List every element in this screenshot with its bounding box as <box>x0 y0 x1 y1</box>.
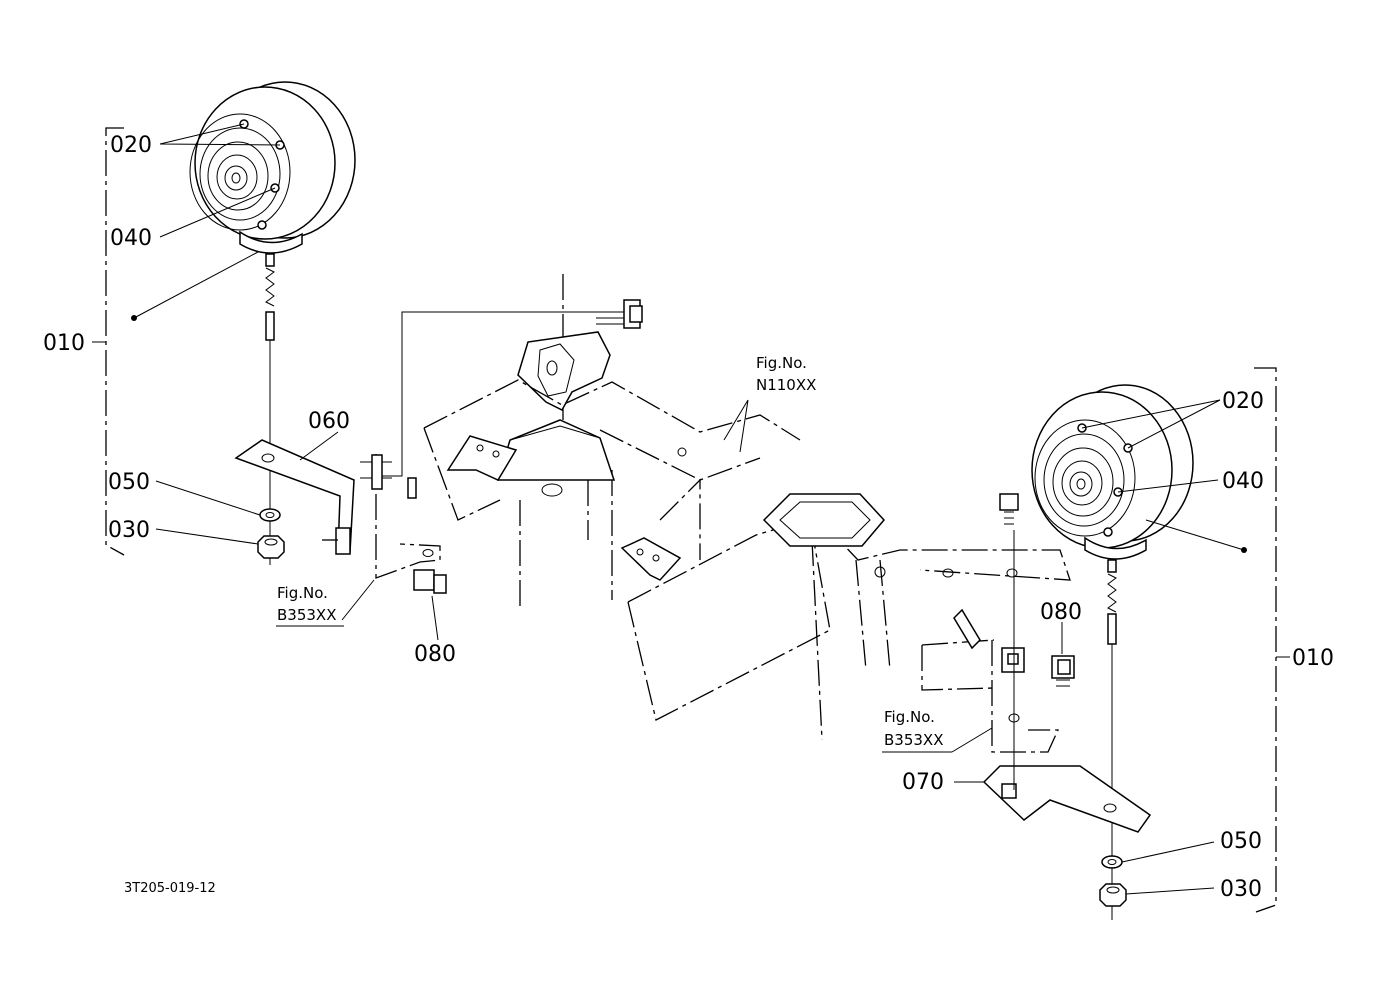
label-left-040: 040 <box>110 226 152 251</box>
center-frame <box>382 274 1071 741</box>
fig-number-right: B353XX <box>884 731 943 749</box>
fig-prefix-left: Fig.No. <box>277 584 328 602</box>
right-top-bolt <box>999 493 1019 525</box>
part-labels: 020 040 010 060 050 030 080 020 040 010 … <box>43 133 1334 902</box>
label-right-040: 040 <box>1222 469 1264 494</box>
right-lamp-stud <box>1107 559 1117 920</box>
right-bracket-070 <box>982 765 1152 833</box>
upper-clevis <box>517 331 611 411</box>
label-right-050: 050 <box>1220 829 1262 854</box>
drawing-code: 3T205-019-12 <box>124 881 216 896</box>
top-bolt <box>596 299 643 329</box>
left-bracket-060 <box>234 439 355 555</box>
label-right-020: 020 <box>1222 389 1264 414</box>
label-left-060: 060 <box>308 409 350 434</box>
fig-number-left: B353XX <box>277 606 336 624</box>
left-washer-050 <box>259 508 281 522</box>
leader-lines <box>131 123 1247 895</box>
left-nut-030 <box>257 535 285 559</box>
left-lamp-body <box>189 81 356 254</box>
right-bolt-080 <box>1051 655 1075 687</box>
right-group-bracket <box>1254 367 1290 913</box>
right-washer-050 <box>1101 855 1123 869</box>
left-mount-bracket <box>360 454 447 594</box>
label-left-030: 030 <box>108 518 150 543</box>
left-group-bracket <box>92 127 125 556</box>
fig-reference-left: Fig.No. B353XX <box>276 584 344 627</box>
fig-reference-center: Fig.No. N110XX <box>756 354 816 394</box>
right-lamp-body <box>1031 384 1194 560</box>
fig-reference-right: Fig.No. B353XX <box>882 708 952 753</box>
label-right-030: 030 <box>1220 877 1262 902</box>
label-left-080: 080 <box>414 642 456 667</box>
label-right-080: 080 <box>1040 600 1082 625</box>
right-nut-030 <box>1099 883 1127 907</box>
label-left-050: 050 <box>108 470 150 495</box>
label-left-020: 020 <box>110 133 152 158</box>
label-left-010: 010 <box>43 331 85 356</box>
right-mount-bracket <box>921 530 1060 790</box>
label-right-010: 010 <box>1292 646 1334 671</box>
right-lamp-assembly <box>921 384 1194 920</box>
fig-prefix-center: Fig.No. <box>756 354 807 372</box>
label-right-070: 070 <box>902 770 944 795</box>
fig-prefix-right: Fig.No. <box>884 708 935 726</box>
left-lamp-assembly <box>189 81 447 594</box>
fig-number-center: N110XX <box>756 376 816 394</box>
